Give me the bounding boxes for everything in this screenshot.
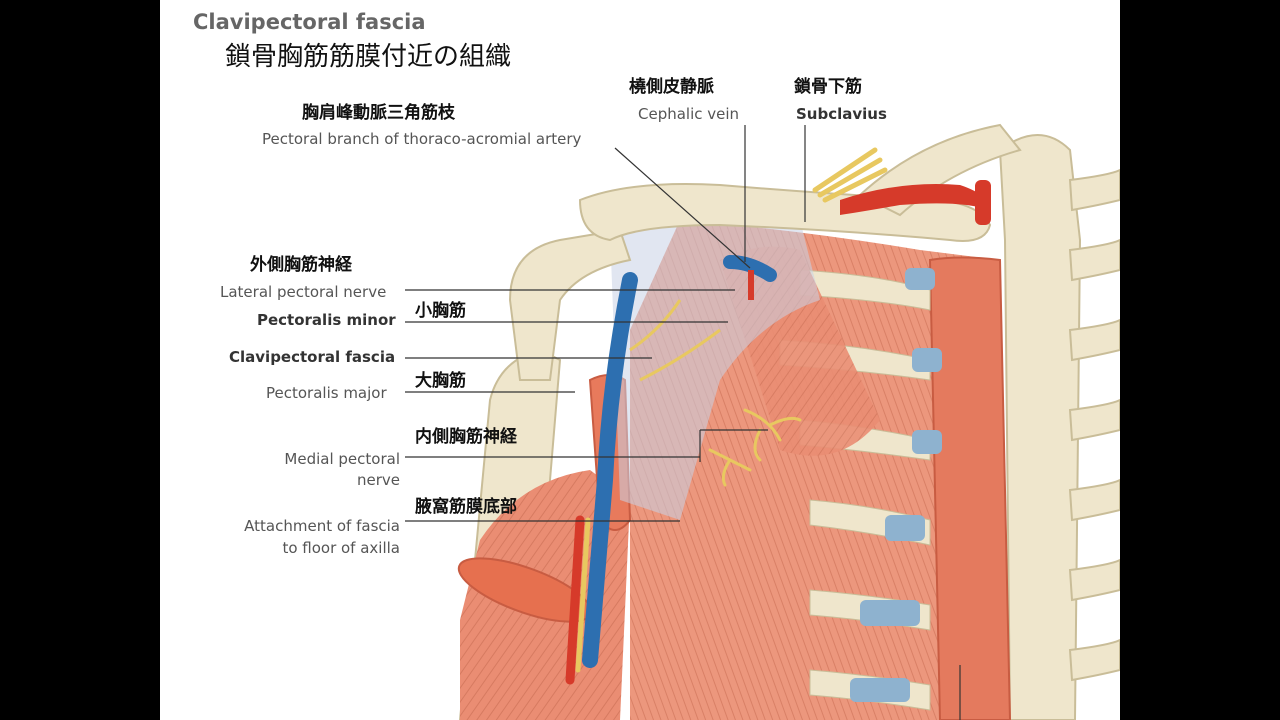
brachial-plexus xyxy=(812,147,888,203)
left-ribs xyxy=(779,268,942,711)
arm-nerve xyxy=(575,517,591,673)
artery-segment xyxy=(975,180,991,225)
title-japanese: 鎖骨胸筋筋膜付近の組織 xyxy=(225,42,512,72)
shoulder-anatomy-illustration xyxy=(405,123,1120,720)
label-medial-nerve-en-2: nerve xyxy=(356,471,400,489)
cephalic-vein xyxy=(723,255,777,282)
acromion xyxy=(508,228,632,381)
label-pec-minor-jp: 小胸筋 xyxy=(415,301,466,321)
label-cephalic-jp: 橈側皮静脈 xyxy=(629,77,714,97)
axillary-vein xyxy=(582,272,638,668)
clavipectoral-fascia xyxy=(610,212,820,520)
right-ribs xyxy=(1068,168,1120,682)
label-subclavius-en: Subclavius xyxy=(796,105,887,123)
label-pectoral-branch-jp: 胸肩峰動脈三角筋枝 xyxy=(302,103,455,123)
label-pec-major-en: Pectoralis major xyxy=(266,384,387,402)
label-axilla-en-2: to floor of axilla xyxy=(282,539,400,557)
lateral-pectoral-nerve xyxy=(629,299,721,382)
small-artery xyxy=(748,270,754,300)
sternum xyxy=(998,134,1082,720)
label-pec-major-jp: 大胸筋 xyxy=(415,371,466,391)
leader-lines xyxy=(405,125,961,720)
label-medial-nerve-en-1: Medial pectoral xyxy=(284,450,400,468)
label-lateral-nerve-jp: 外側胸筋神経 xyxy=(250,255,352,275)
rectus-strip xyxy=(928,256,1012,720)
label-subclavius-jp: 鎖骨下筋 xyxy=(794,77,862,97)
label-axilla-jp: 腋窩筋膜底部 xyxy=(415,497,517,517)
medial-pectoral-nerve xyxy=(708,408,802,487)
label-cephalic-en: Cephalic vein xyxy=(638,105,740,123)
label-medial-nerve-jp: 内側胸筋神経 xyxy=(415,427,517,447)
axillary-artery xyxy=(565,515,585,685)
title-english: Clavipectoral fascia xyxy=(193,10,426,34)
label-axilla-en-1: Attachment of fascia xyxy=(244,517,400,535)
label-pec-minor-en: Pectoralis minor xyxy=(257,311,396,329)
label-pectoral-branch-en: Pectoral branch of thoraco-acromial arte… xyxy=(262,130,582,148)
label-clavipectoral-en: Clavipectoral fascia xyxy=(229,348,396,366)
label-lateral-nerve-en: Lateral pectoral nerve xyxy=(220,283,387,301)
subclavian-artery xyxy=(840,184,990,215)
slide: Clavipectoral fascia 鎖骨胸筋筋膜付近の組織 胸肩峰動脈三角… xyxy=(160,0,1120,720)
